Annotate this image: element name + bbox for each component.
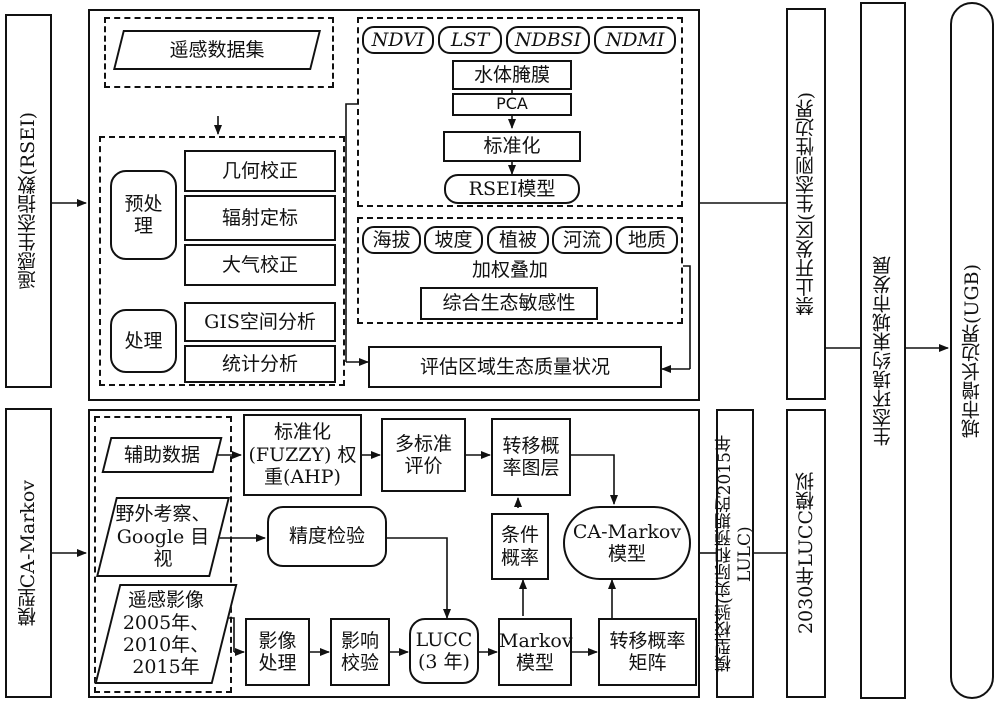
transfer-matrix-label: 转移概率 矩阵 <box>609 629 686 674</box>
image-proc-node: 影像 处理 <box>245 618 310 686</box>
accuracy-label: 精度检验 <box>288 525 365 548</box>
gis-node: GIS空间分析 <box>184 302 336 342</box>
sensitivity-node: 综合生态敏感性 <box>420 287 598 320</box>
forbidden-zone-node: 禁止开发区(生态刚性边界) <box>786 8 826 400</box>
index-ndbsi-node: NDBSI <box>506 26 590 54</box>
factor-slope-node: 坡度 <box>424 226 483 254</box>
rsei-label: 遥感生态指数(RSEI) <box>17 112 40 290</box>
impact-check-node: 影响 校验 <box>330 618 390 686</box>
ugb-node: 城市增长边界(UGB) <box>950 2 994 699</box>
eco-constraint-node: 生态环境约束城市发展 <box>860 2 906 699</box>
factor-elevation-node: 海拔 <box>362 226 421 254</box>
conditional-label: 条件 概率 <box>500 524 539 569</box>
lucc-2030-node: 2030年LUCC模拟 <box>786 409 826 698</box>
rsei-panel <box>88 9 700 401</box>
index-ndbsi-label: NDBSI <box>514 28 582 51</box>
lucc-node: LUCC (3 年) <box>409 618 479 684</box>
impact-check-label: 影响 校验 <box>340 629 379 674</box>
ca-markov-label-box: 模型CA-Markov <box>5 408 52 698</box>
forbidden-zone-label: 禁止开发区(生态刚性边界) <box>794 92 817 316</box>
factor-river-label: 河流 <box>562 228 601 251</box>
factor-elevation-label: 海拔 <box>372 228 411 251</box>
lucc-label: LUCC (3 年) <box>415 628 473 673</box>
accuracy-node: 精度检验 <box>267 506 387 567</box>
calibration-label: 模型校验(实际和预期的2015年LULC) <box>714 435 755 672</box>
factor-vegetation-node: 植被 <box>487 226 549 254</box>
weighted-overlay-label: 加权叠加 <box>471 258 548 281</box>
geometric-label: 几何校正 <box>221 159 298 182</box>
fuzzy-ahp-label: 标准化 (FUZZY) 权重(AHP) <box>248 421 357 489</box>
sensitivity-label: 综合生态敏感性 <box>442 292 576 315</box>
transfer-matrix-node: 转移概率 矩阵 <box>598 618 697 686</box>
processing-group <box>99 136 345 386</box>
transfer-layer-node: 转移概 率图层 <box>491 418 571 496</box>
markov-node: Markov 模型 <box>498 618 573 686</box>
field-survey-node: 野外考察、 Google 目视 <box>96 497 230 577</box>
standardize-label: 标准化 <box>483 135 541 158</box>
standardize-node: 标准化 <box>443 131 581 162</box>
factor-slope-label: 坡度 <box>434 228 473 251</box>
assess-node: 评估区域生态质量状况 <box>368 346 662 388</box>
factor-geology-node: 地质 <box>616 226 678 254</box>
preprocess-node: 预处理 <box>110 170 177 260</box>
index-lst-node: LST <box>438 26 502 54</box>
rs-dataset-label: 遥感数据集 <box>169 38 265 61</box>
multi-criteria-label: 多标准 评价 <box>394 432 452 477</box>
ca-markov-label: 模型CA-Markov <box>17 479 40 627</box>
ca-markov-model-label: CA-Markov 模型 <box>572 520 682 565</box>
radiometric-node: 辐射定标 <box>184 195 336 241</box>
atmospheric-label: 大气校正 <box>221 253 298 276</box>
field-survey-label: 野外考察、 Google 目视 <box>115 503 211 571</box>
factor-vegetation-label: 植被 <box>498 228 537 251</box>
weighted-overlay-node: 加权叠加 <box>440 256 580 284</box>
index-ndvi-node: NDVI <box>362 26 434 54</box>
pca-node: PCA <box>452 93 572 116</box>
rsei-model-label: RSEI模型 <box>468 177 556 200</box>
preprocess-label: 预处理 <box>124 192 163 237</box>
inputs-group <box>94 416 232 693</box>
multi-criteria-node: 多标准 评价 <box>381 418 466 492</box>
markov-label: Markov 模型 <box>499 629 573 674</box>
water-mask-node: 水体腌膜 <box>452 60 572 90</box>
calibration-node: 模型校验(实际和预期的2015年LULC) <box>714 409 755 698</box>
process-node: 处理 <box>110 309 177 373</box>
index-ndmi-node: NDMI <box>594 26 676 54</box>
rs-images-node: 遥感影像 2005年、 2010年、 2015年 <box>94 584 238 684</box>
sensitivity-group <box>357 217 683 324</box>
rs-dataset-node: 遥感数据集 <box>113 30 321 70</box>
water-mask-label: 水体腌膜 <box>473 63 550 86</box>
rsei-label-box: 遥感生态指数(RSEI) <box>5 14 52 388</box>
statistics-label: 统计分析 <box>221 352 298 375</box>
rs-dataset-group <box>104 17 334 88</box>
aux-data-label: 辅助数据 <box>123 443 200 466</box>
eco-constraint-label: 生态环境约束城市发展 <box>871 255 894 446</box>
geometric-node: 几何校正 <box>184 150 336 192</box>
fuzzy-ahp-node: 标准化 (FUZZY) 权重(AHP) <box>243 414 362 496</box>
index-ndmi-label: NDMI <box>605 28 665 51</box>
factor-geology-label: 地质 <box>627 228 666 251</box>
process-label: 处理 <box>124 329 163 352</box>
conditional-node: 条件 概率 <box>491 513 549 580</box>
ca-markov-panel <box>88 409 700 698</box>
ca-markov-model-node: CA-Markov 模型 <box>563 506 691 580</box>
ugb-label: 城市增长边界(UGB) <box>960 263 983 438</box>
transfer-layer-label: 转移概 率图层 <box>502 434 560 479</box>
rsei-compute-group <box>357 17 683 207</box>
gis-label: GIS空间分析 <box>204 310 316 333</box>
rsei-model-node: RSEI模型 <box>444 174 580 204</box>
factor-river-node: 河流 <box>552 226 612 254</box>
pca-label: PCA <box>496 94 528 114</box>
rs-images-label: 遥感影像 2005年、 2010年、 2015年 <box>122 589 210 679</box>
radiometric-label: 辐射定标 <box>221 206 298 229</box>
index-ndvi-label: NDVI <box>371 28 425 51</box>
atmospheric-node: 大气校正 <box>184 244 336 286</box>
lucc-2030-label: 2030年LUCC模拟 <box>794 472 817 635</box>
assess-label: 评估区域生态质量状况 <box>419 355 610 378</box>
image-proc-label: 影像 处理 <box>258 629 297 674</box>
statistics-node: 统计分析 <box>184 345 336 383</box>
index-lst-label: LST <box>450 28 490 51</box>
aux-data-node: 辅助数据 <box>101 437 223 473</box>
